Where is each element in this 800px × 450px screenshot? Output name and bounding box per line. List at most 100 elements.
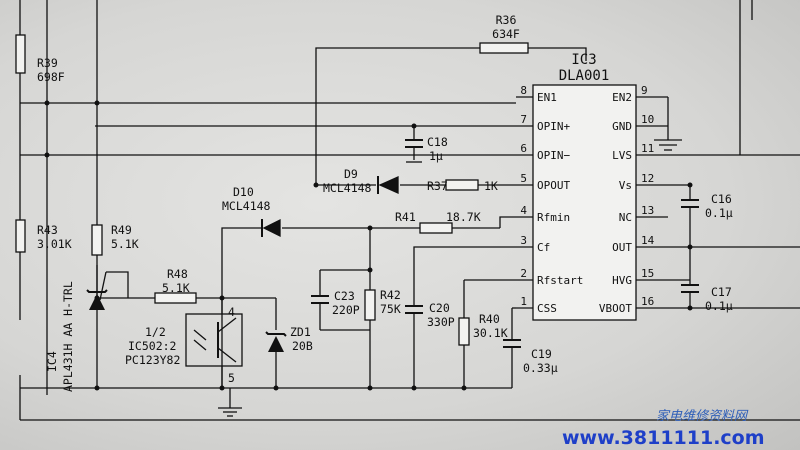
pin-num: 16: [641, 295, 654, 308]
pin-label: EN2: [612, 91, 632, 104]
ic3-left-pins: 8 EN1 7 OPIN+ 6 OPIN− 5 OPOUT 4 Rfmin 3 …: [520, 84, 583, 315]
c23-capacitor: C23 220P: [311, 270, 370, 331]
r41-value: 18.7K: [446, 210, 481, 224]
c18-capacitor: C18 1μ: [405, 126, 448, 163]
pin-label: Rfstart: [537, 274, 583, 287]
pin-num: 11: [641, 142, 654, 155]
watermark-cn: 家电维修资料网: [656, 408, 749, 424]
watermark-url: www.3811111.com: [562, 427, 765, 449]
r41-resistor: R41 18.7K: [395, 210, 481, 234]
pin-label: HVG: [612, 274, 632, 287]
ic4-shunt-regulator: IC4 APL431H AA H-TRL: [45, 271, 108, 392]
r40-ref: R40: [479, 312, 500, 326]
pin-label: OPIN+: [537, 120, 570, 133]
c20-capacitor: C20 330P: [405, 255, 455, 388]
ic4-value: APL431H AA H-TRL: [61, 281, 75, 392]
pin-num: 13: [641, 204, 654, 217]
d10-value: MCL4148: [222, 199, 271, 213]
c23-ref: C23: [334, 289, 355, 303]
pin-num: 3: [520, 234, 527, 247]
ic502-pin-a: 4: [228, 305, 235, 319]
r41-ref: R41: [395, 210, 416, 224]
pin-num: 7: [520, 113, 527, 126]
ic4-ref: IC4: [45, 351, 59, 372]
c17-value: 0.1μ: [705, 299, 733, 313]
r43-ref: R43: [37, 223, 58, 237]
r48-resistor: R48 5.1K: [154, 267, 197, 304]
ic3-right-pin-leads: [636, 96, 740, 309]
r42-ref: R42: [380, 288, 401, 302]
r43-value: 3.01K: [37, 237, 72, 251]
pin-num: 12: [641, 172, 654, 185]
r43-resistor: R43 3.01K: [15, 219, 72, 253]
r37-ref: R37: [427, 179, 448, 193]
c16-value: 0.1μ: [705, 206, 733, 220]
r48-value: 5.1K: [162, 281, 190, 295]
r42-resistor: R42 75K: [364, 288, 401, 321]
ic3-part: DLA001: [559, 68, 610, 84]
d10-diode: D10 MCL4148: [222, 185, 281, 238]
zd1-zener: ZD1 20B: [265, 325, 313, 353]
c16-capacitor: C16 0.1μ: [681, 192, 733, 220]
r36-resistor: R36 634F: [479, 13, 529, 54]
c19-capacitor: C19 0.33μ: [503, 339, 558, 375]
r49-ref: R49: [111, 223, 132, 237]
pin-label: OPIN−: [537, 149, 570, 162]
pin-num: 9: [641, 84, 648, 97]
c16-ref: C16: [711, 192, 732, 206]
pin-num: 5: [520, 172, 527, 185]
r39-ref: R39: [37, 56, 58, 70]
d9-diode: D9 MCL4148: [323, 167, 399, 195]
pin-label: Cf: [537, 241, 550, 254]
r40-value: 30.1K: [473, 326, 508, 340]
pin-num: 15: [641, 267, 654, 280]
c20-value: 330P: [427, 315, 455, 329]
watermark: 家电维修资料网 www.3811111.com: [562, 408, 765, 449]
pin-label: NC: [619, 211, 632, 224]
r49-value: 5.1K: [111, 237, 139, 251]
c20-ref: C20: [429, 301, 450, 315]
ic3-left-pin-leads: [516, 96, 533, 309]
r36-value: 634F: [492, 27, 520, 41]
c23-value: 220P: [332, 303, 360, 317]
wires: [19, 0, 800, 421]
d10-ref: D10: [233, 185, 254, 199]
ic502-line3: PC123Y82: [125, 353, 180, 367]
r37-value: 1K: [484, 179, 498, 193]
zd1-ref: ZD1: [290, 325, 311, 339]
ic3-right-pins: EN2 9 GND 10 LVS 11 Vs 12 NC 13 OUT 14 H…: [599, 84, 655, 315]
pin-num: 8: [520, 84, 527, 97]
ic502-optocoupler: 4 5 1/2 IC502:2 PC123Y82: [125, 298, 243, 388]
pin-label: VBOOT: [599, 302, 632, 315]
pin-num: 2: [520, 267, 527, 280]
pin-label: Rfmin: [537, 211, 570, 224]
pin-num: 14: [641, 234, 655, 247]
pin-num: 6: [520, 142, 527, 155]
c18-ref: C18: [427, 135, 448, 149]
ic502-line2: IC502:2: [128, 339, 176, 353]
ground-icon: [218, 139, 682, 417]
ic502-pin-b: 5: [228, 371, 235, 385]
r37-resistor: R37 1K: [427, 179, 498, 193]
pin-num: 1: [520, 295, 527, 308]
d9-value: MCL4148: [323, 181, 372, 195]
c17-ref: C17: [711, 285, 732, 299]
zd1-value: 20B: [292, 339, 313, 353]
r39-resistor: R39 698F: [15, 34, 65, 84]
r36-ref: R36: [496, 13, 517, 27]
r49-resistor: R49 5.1K: [91, 223, 139, 256]
pin-label: OPOUT: [537, 179, 570, 192]
c17-capacitor: C17 0.1μ: [681, 284, 733, 313]
c19-value: 0.33μ: [523, 361, 558, 375]
c19-ref: C19: [531, 347, 552, 361]
pin-num: 10: [641, 113, 654, 126]
d9-ref: D9: [344, 167, 358, 181]
pin-label: LVS: [612, 149, 632, 162]
pin-label: CSS: [537, 302, 557, 315]
c18-value: 1μ: [429, 149, 443, 163]
r42-value: 75K: [380, 302, 401, 316]
r40-resistor: R40 30.1K: [458, 312, 508, 346]
pin-label: GND: [612, 120, 632, 133]
